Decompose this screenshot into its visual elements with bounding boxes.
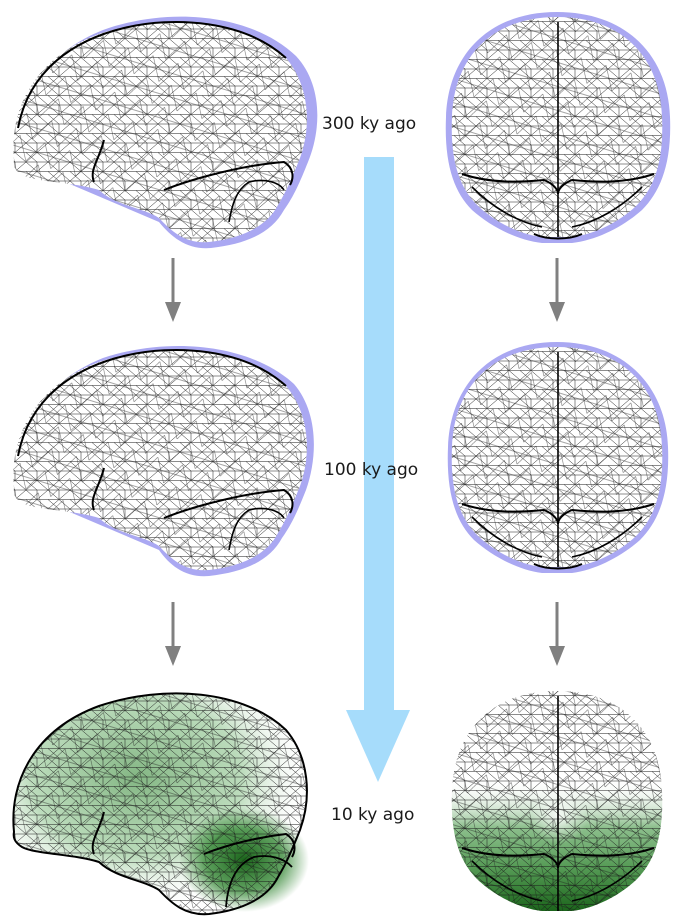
lateral-brain-10ky xyxy=(13,693,309,914)
time-label-300ky: 300 ky ago xyxy=(322,114,416,134)
step-arrow-frontal-1 xyxy=(549,258,565,322)
frontal-brain-300ky xyxy=(446,12,670,243)
time-label-100ky: 100 ky ago xyxy=(324,460,418,480)
frontal-brain-10ky xyxy=(452,691,663,911)
step-arrow-lateral-2 xyxy=(165,602,181,666)
frontal-brain-100ky xyxy=(448,342,668,573)
step-arrow-lateral-1 xyxy=(165,258,181,322)
step-arrow-frontal-2 xyxy=(549,602,565,666)
time-label-10ky: 10 ky ago xyxy=(331,805,414,825)
lateral-brain-100ky xyxy=(13,346,314,576)
lateral-brain-300ky xyxy=(13,17,317,249)
